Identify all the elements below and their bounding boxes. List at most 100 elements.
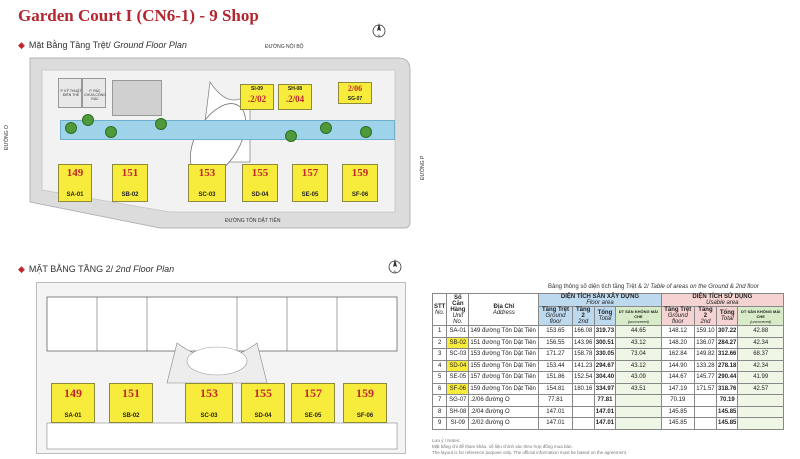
ground-shop-sc03[interactable]: 153 SC-03 <box>188 164 226 202</box>
second-shop-sd04[interactable]: 155 SD-04 <box>241 383 285 423</box>
cell-no: 4 <box>431 359 448 372</box>
shop-number: 151 <box>121 167 139 179</box>
th-uncovered: DT SÂN KHÔNG MÁI CHE(uncovered) <box>615 306 662 326</box>
road-top-label: ĐƯỜNG NỘI BỘ <box>265 44 304 50</box>
cell-tot: 147.01 <box>593 417 617 430</box>
shop-number: 159 <box>356 386 374 400</box>
cell-tot: 304.40 <box>593 371 617 384</box>
cell-addr: .2/04 đường O <box>468 405 540 418</box>
cell-tot: 334.97 <box>593 382 617 395</box>
cell-uunc <box>737 405 784 418</box>
ramp <box>112 80 162 116</box>
cell-uunc <box>737 394 784 407</box>
cell-f2 <box>571 405 595 418</box>
cell-code: SF-06 <box>446 382 470 395</box>
ground-shop-sf06[interactable]: 159 SF-06 <box>342 164 378 202</box>
upper-shop-code: SH-08 <box>287 86 303 92</box>
cell-code: SH-08 <box>446 405 470 418</box>
shop-code: SE-05 <box>304 413 322 419</box>
cell-unc <box>615 417 662 430</box>
cell-uunc: 42.57 <box>737 382 784 395</box>
second-shop-sb02[interactable]: 151 SB-02 <box>109 383 153 423</box>
cell-unc: 43.51 <box>615 382 662 395</box>
cell-uunc <box>737 417 784 430</box>
shop-number: 155 <box>251 167 269 179</box>
cell-unc: 43.12 <box>615 359 662 372</box>
tree-icon <box>320 122 332 134</box>
cell-unc: 43.09 <box>615 371 662 384</box>
cell-g: 147.01 <box>538 405 573 418</box>
cell-u2: 145.77 <box>693 371 718 384</box>
road-right-label: ĐƯỜNG P <box>420 155 426 180</box>
road-bottom-label: ĐƯỜNG TÔN DẬT TIÊN <box>225 218 281 224</box>
shop-number: 153 <box>200 386 218 400</box>
cell-ug: 144.67 <box>660 371 695 384</box>
cell-uunc: 42.34 <box>737 336 784 349</box>
upper-shop-label: .2/02 <box>247 94 267 104</box>
second-shop-se05[interactable]: 157 SE-05 <box>291 383 335 423</box>
ground-shop-sa01[interactable]: 149 SA-01 <box>58 164 92 202</box>
cell-g: 151.86 <box>538 371 573 384</box>
shop-number: 155 <box>254 386 272 400</box>
second-shop-sa01[interactable]: 149 SA-01 <box>51 383 95 423</box>
table-caption-en: Table of areas on the Ground & 2nd floor <box>650 284 759 290</box>
shop-number: 149 <box>66 167 84 179</box>
second-heading-en: 2nd Floor Plan <box>115 264 175 274</box>
cell-g: 153.44 <box>538 359 573 372</box>
upper-shop-sg07[interactable]: 2/06 SG-07 <box>338 82 372 104</box>
table-caption-vi: Bảng thông số diện tích tầng Trệt & 2/ <box>548 284 649 290</box>
cell-no: 9 <box>431 417 448 430</box>
upper-shop-label: .2/04 <box>285 94 305 104</box>
shop-code: SA-01 <box>66 192 84 198</box>
cell-f2: 143.96 <box>571 336 595 349</box>
cell-no: 7 <box>431 394 448 407</box>
second-shop-sc03[interactable]: 153 SC-03 <box>185 383 233 423</box>
cell-ug: 145.85 <box>660 417 695 430</box>
tree-icon <box>155 118 167 130</box>
cell-code: SI-09 <box>446 417 470 430</box>
note-line: Lưu ý / Notes: <box>432 438 461 443</box>
table-notes: Lưu ý / Notes: Mặt bằng chỉ để tham khảo… <box>432 438 784 456</box>
tree-icon <box>360 126 372 138</box>
shop-number: 157 <box>304 386 322 400</box>
cell-utot: 284.27 <box>716 336 739 349</box>
upper-shop-si09[interactable]: SI-09 .2/02 <box>240 84 274 110</box>
tree-icon <box>65 122 77 134</box>
cell-f2 <box>571 394 595 407</box>
ground-shop-sb02[interactable]: 151 SB-02 <box>112 164 148 202</box>
second-floor-linework <box>46 296 398 450</box>
cell-tot: 77.81 <box>593 394 617 407</box>
shop-number: 153 <box>198 167 216 179</box>
second-shop-sf06[interactable]: 159 SF-06 <box>343 383 387 423</box>
cell-u2 <box>693 394 718 407</box>
cell-f2: 180.16 <box>571 382 595 395</box>
cell-f2: 158.78 <box>571 348 595 361</box>
cell-addr: 157 đường Tôn Dật Tiên <box>468 371 540 384</box>
cell-utot: 290.44 <box>716 371 739 384</box>
ground-floor-heading: ◆Mặt Bằng Tầng Trệt/ Ground Floor Plan <box>18 40 187 51</box>
cell-unc <box>615 394 662 407</box>
cell-g: 153.65 <box>538 325 573 338</box>
cell-u2: 149.82 <box>693 348 718 361</box>
cell-u2: 133.28 <box>693 359 718 372</box>
cell-addr: 155 đường Tôn Dật Tiên <box>468 359 540 372</box>
cell-f2 <box>571 417 595 430</box>
cell-no: 5 <box>431 371 448 384</box>
cell-uunc: 42.88 <box>737 325 784 338</box>
ground-shop-sd04[interactable]: 155 SD-04 <box>242 164 278 202</box>
pool <box>60 120 395 140</box>
cell-utot: 307.22 <box>716 325 739 338</box>
upper-shop-sh08[interactable]: SH-08 .2/04 <box>278 84 312 110</box>
cell-g: 147.01 <box>538 417 573 430</box>
page-title: Garden Court I (CN6-1) - 9 Shop <box>18 6 259 25</box>
cell-no: 1 <box>431 325 448 338</box>
cell-utot: 278.18 <box>716 359 739 372</box>
ground-shop-se05[interactable]: 157 SE-05 <box>292 164 328 202</box>
